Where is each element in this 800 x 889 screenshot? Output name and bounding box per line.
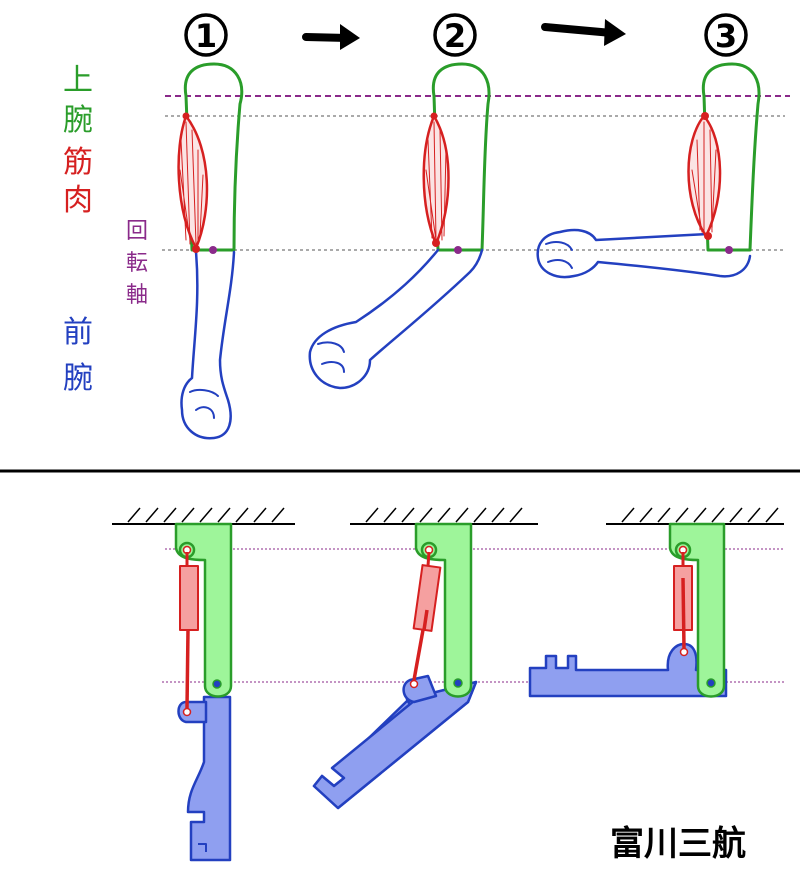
- arm-drawing-1: [177, 62, 244, 440]
- arm-drawing-3: [536, 62, 761, 279]
- step-2-label: 2: [444, 17, 466, 55]
- tendon-rod: [681, 577, 686, 649]
- ceiling-hatch-icon: [112, 507, 295, 525]
- forearm-outline: [180, 250, 236, 440]
- svg-text:回: 回: [126, 219, 148, 244]
- svg-text:軸: 軸: [126, 283, 148, 308]
- pivot-point: [454, 246, 462, 254]
- mechanism-1: [174, 522, 233, 862]
- joint-pin-icon: [706, 678, 716, 688]
- upper-arm-block: [414, 522, 473, 698]
- step-3-marker: 3: [704, 13, 748, 57]
- svg-text:筋: 筋: [63, 145, 93, 180]
- step-3-label: 3: [715, 17, 737, 55]
- svg-text:肉: 肉: [63, 183, 93, 218]
- pivot-point: [725, 246, 733, 254]
- svg-text:前: 前: [63, 315, 93, 350]
- tendon-rod: [412, 629, 425, 681]
- forearm-outline: [536, 228, 752, 279]
- joint-pin-icon: [182, 707, 192, 717]
- forearm-label: 前 腕: [63, 315, 93, 396]
- svg-text:腕: 腕: [63, 361, 93, 396]
- joint-pin-icon: [409, 679, 419, 689]
- upper-arm-block: [668, 522, 726, 698]
- ceiling-hatch-icon: [350, 507, 538, 525]
- svg-text:上: 上: [63, 63, 93, 98]
- step-1-label: 1: [195, 17, 217, 55]
- joint-pin-icon: [212, 679, 222, 689]
- forearm-block: [528, 642, 728, 698]
- tendon-rod: [185, 629, 190, 709]
- step-1-marker: 1: [184, 13, 228, 57]
- arrow-right-icon: [541, 19, 626, 46]
- muscle-label: 筋 肉: [63, 145, 93, 218]
- muscle-block: [179, 565, 199, 631]
- step-2-marker: 2: [433, 13, 477, 57]
- arm-drawing-2: [308, 62, 491, 390]
- svg-text:腕: 腕: [63, 103, 93, 138]
- upper-arm-label: 上 腕: [63, 63, 93, 138]
- mechanism-2: [312, 522, 478, 810]
- ceiling-hatch-icon: [606, 507, 784, 525]
- svg-text:転: 転: [126, 251, 148, 276]
- joint-pin-icon: [679, 647, 689, 657]
- forearm-outline: [308, 248, 484, 390]
- author-credit: 富川三航: [610, 824, 746, 864]
- upper-arm-block: [174, 522, 233, 698]
- forearm-block: [186, 695, 232, 862]
- arrow-right-icon: [302, 24, 360, 50]
- joint-pin-icon: [453, 678, 463, 688]
- pivot-label: 回 転 軸: [126, 219, 148, 308]
- mechanism-3: [528, 522, 728, 698]
- pivot-point: [209, 246, 217, 254]
